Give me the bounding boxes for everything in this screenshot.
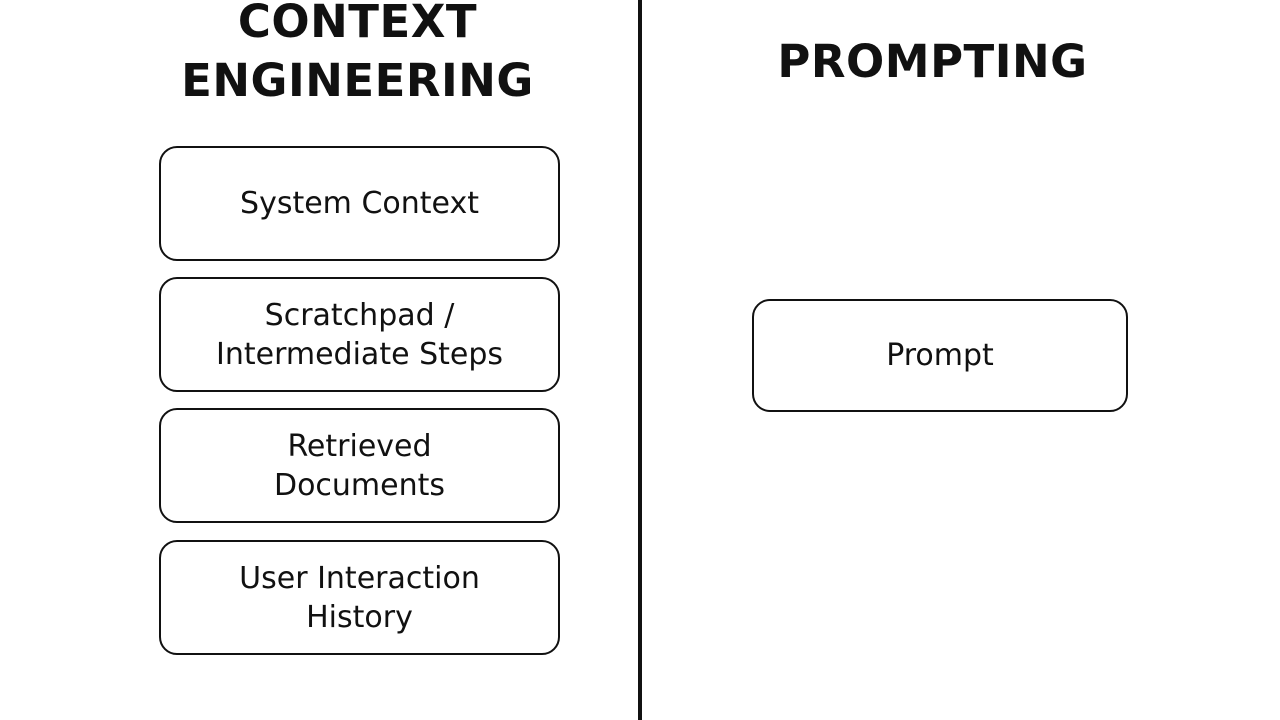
prompt-box: Prompt bbox=[752, 299, 1128, 412]
context-engineering-title-line-2: ENGINEERING bbox=[181, 54, 534, 107]
scratchpad-box: Scratchpad / Intermediate Steps bbox=[159, 277, 560, 392]
prompting-title: PROMPTING bbox=[777, 35, 1088, 88]
context-engineering-title-line-1: CONTEXT bbox=[237, 0, 478, 48]
context-engineering-title: CONTEXT ENGINEERING bbox=[100, 0, 615, 110]
scratchpad-label: Scratchpad / Intermediate Steps bbox=[216, 296, 503, 374]
retrieved-documents-box: Retrieved Documents bbox=[159, 408, 560, 523]
vertical-divider bbox=[638, 0, 642, 720]
prompt-label: Prompt bbox=[886, 338, 994, 373]
system-context-label-line-1: System Context bbox=[240, 186, 479, 221]
user-interaction-history-box: User Interaction History bbox=[159, 540, 560, 655]
retrieved-documents-label: Retrieved Documents bbox=[274, 427, 445, 505]
retrieved-documents-label-line-2: Documents bbox=[273, 467, 446, 503]
scratchpad-label-line-2: Intermediate Steps bbox=[215, 336, 504, 372]
system-context-label: System Context bbox=[240, 184, 479, 223]
user-interaction-history-label-line-2: History bbox=[306, 599, 413, 635]
user-interaction-history-label-line-1: User Interaction bbox=[239, 560, 480, 596]
scratchpad-label-line-1: Scratchpad / bbox=[264, 297, 455, 333]
retrieved-documents-label-line-1: Retrieved bbox=[287, 428, 432, 464]
user-interaction-history-label: User Interaction History bbox=[239, 559, 480, 637]
system-context-box: System Context bbox=[159, 146, 560, 261]
